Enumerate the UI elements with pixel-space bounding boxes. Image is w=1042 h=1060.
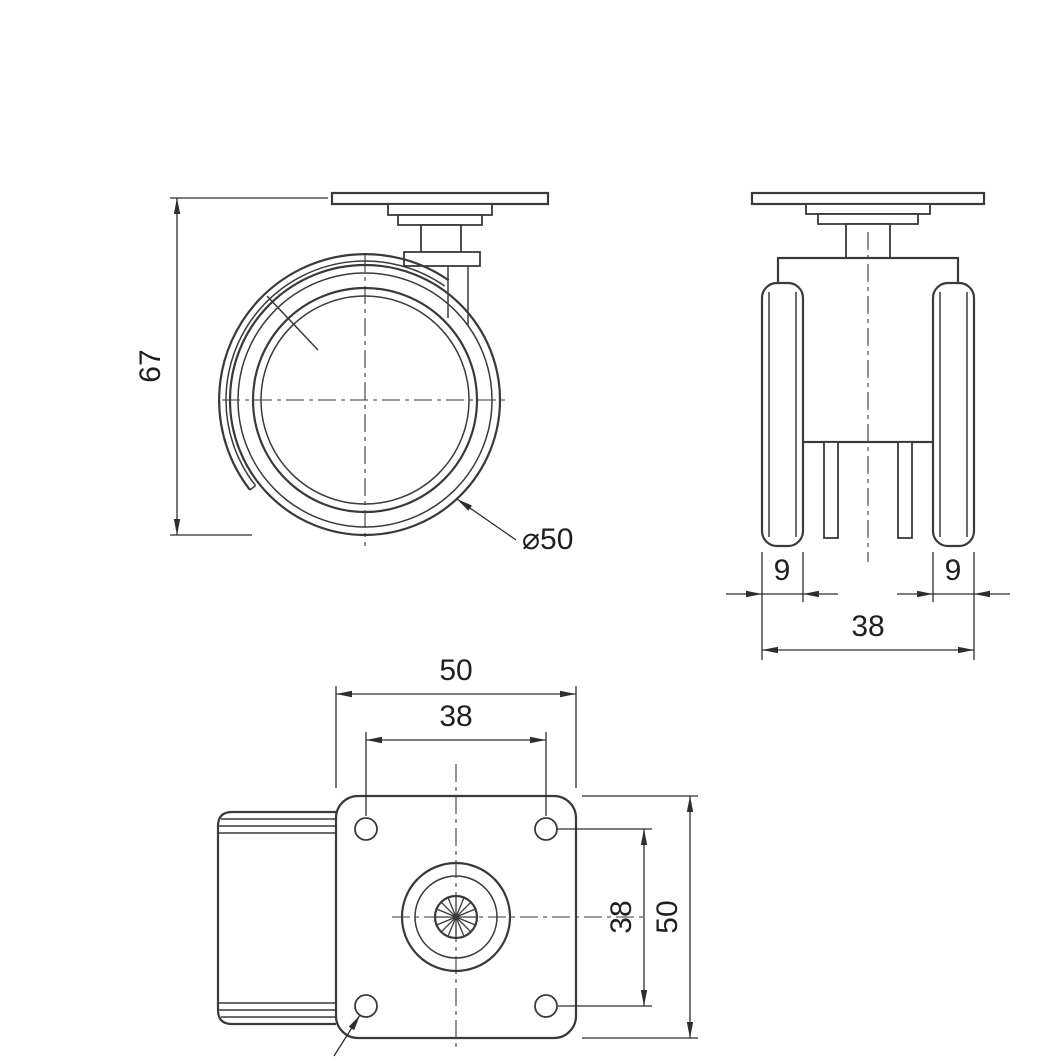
side-mounting-plate <box>330 191 550 206</box>
plate-edge <box>330 191 550 206</box>
mounting-hole-bottom-left <box>354 994 378 1018</box>
cover-outer-arc <box>218 253 450 491</box>
cover-seam-line <box>266 295 319 351</box>
mounting-hole-top-left <box>354 817 378 841</box>
dim-label-plate-width: 50 <box>439 654 472 687</box>
hole-leader-line <box>333 1014 361 1057</box>
dim-label-diameter: ⌀50 <box>522 523 573 556</box>
front-view: 9 9 38 <box>726 191 1010 660</box>
dim-label-overall-width: 38 <box>851 610 884 643</box>
dim-label-height: 67 <box>134 349 167 382</box>
side-wheel <box>218 253 502 537</box>
side-swivel-bearing <box>387 203 493 326</box>
dim-overall-height: 67 <box>134 197 328 536</box>
fork-leg-left <box>823 441 839 539</box>
dim-wheel-diameter: ⌀50 <box>456 498 573 556</box>
plan-centerlines <box>392 764 648 1048</box>
side-view: 67 ⌀50 <box>134 191 573 556</box>
front-wheels <box>760 281 976 548</box>
side-centerlines <box>222 254 508 546</box>
dim-label-hole-pitch-width: 38 <box>439 700 472 733</box>
dim-label-wheel-width-left: 9 <box>774 554 791 587</box>
dim-label-hole-pitch-height: 38 <box>605 900 638 933</box>
plan-wheel <box>216 810 336 1026</box>
dim-wheel-widths: 9 9 38 <box>726 552 1010 660</box>
cover-inner-arc <box>225 260 446 487</box>
housing-body <box>776 256 960 444</box>
dim-plate-right: 38 50 <box>558 795 698 1039</box>
dim-label-plate-depth: 50 <box>651 900 684 933</box>
mounting-hole-bottom-right <box>534 994 558 1018</box>
wheel-right <box>931 281 976 548</box>
wheel-left <box>760 281 805 548</box>
fork-leg-right <box>897 441 913 539</box>
dim-label-wheel-width-right: 9 <box>945 554 962 587</box>
dim-plate-top: 50 38 <box>335 654 577 816</box>
plan-view: 50 38 38 50 <box>216 654 698 1057</box>
mounting-hole-top-right <box>534 817 558 841</box>
plate-edge <box>750 191 986 206</box>
